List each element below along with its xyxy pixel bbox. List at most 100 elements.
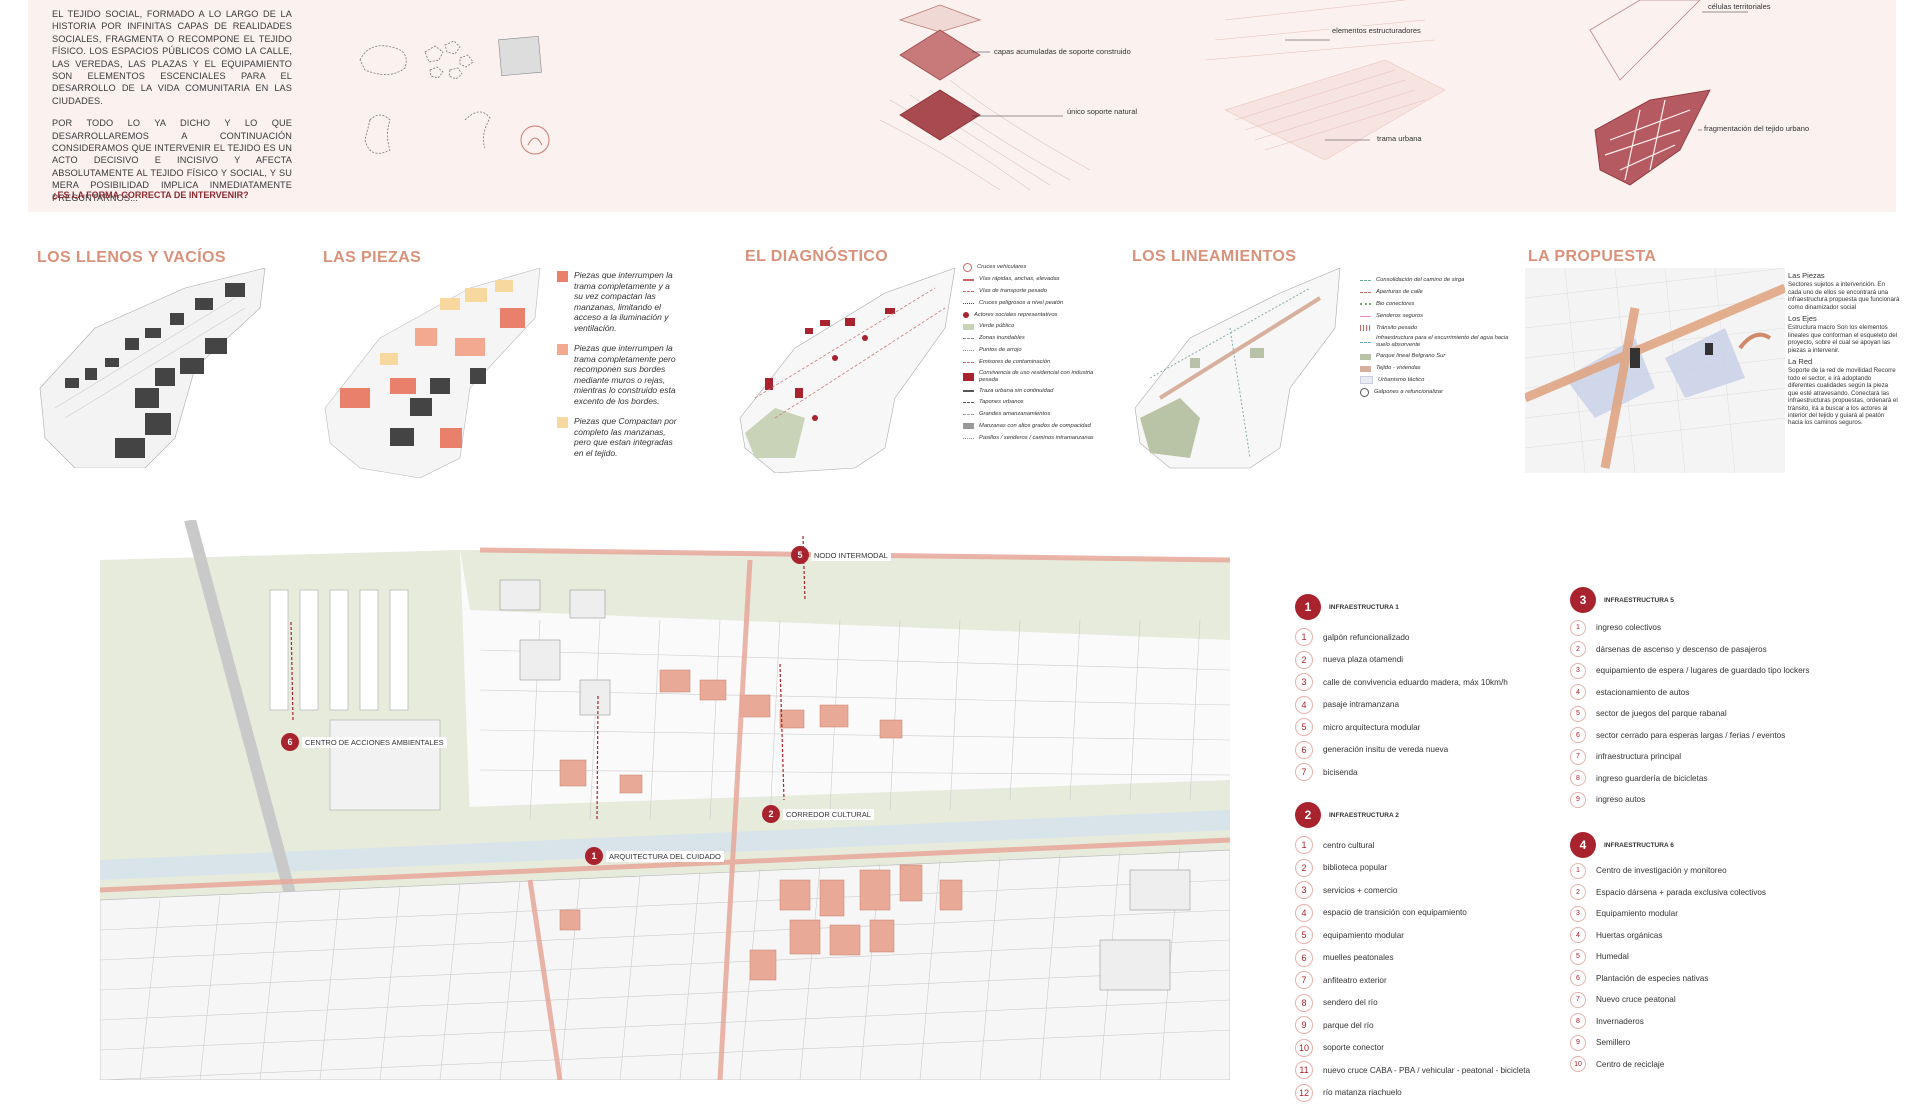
piezas-map	[320, 268, 550, 478]
diag-legend-item: Vías rápidas, anchas, elevadas	[963, 274, 1113, 286]
item-label: estacionamiento de autos	[1596, 688, 1689, 697]
lineamientos-map	[1130, 268, 1350, 473]
item-number: 9	[1570, 1035, 1586, 1051]
infra-5-header: 3 INFRAESTRUCTURA 5	[1570, 587, 1890, 613]
layers-label-1: capas acumuladas de soporte construido	[992, 47, 1133, 56]
item-label: río matanza riachuelo	[1323, 1088, 1402, 1097]
diag-legend-text: Grandes amanzanamientos	[979, 411, 1050, 418]
item-label: sector cerrado para esperas largas / fer…	[1596, 731, 1785, 740]
infra-5-number: 3	[1570, 587, 1596, 613]
map-marker-2[interactable]: 2	[762, 805, 780, 823]
diag-legend-text: Zonas inundables	[979, 335, 1025, 342]
infra-2-title: INFRAESTRUCTURA 2	[1329, 812, 1399, 819]
layers-diagram	[880, 0, 1180, 195]
piezas-legend-text: Piezas que interrumpen la trama completa…	[574, 270, 677, 333]
lin-legend-item: Tránsito pesado	[1360, 322, 1510, 334]
map-marker-5[interactable]: 5	[791, 546, 809, 564]
swatch	[963, 414, 974, 415]
item-number: 11	[1295, 1061, 1313, 1079]
swatch	[963, 362, 974, 363]
swatch	[1360, 303, 1371, 305]
diag-legend-text: Verde público	[979, 323, 1014, 330]
lin-legend-text: Parque lineal Belgrano Sur	[1376, 353, 1445, 360]
map-marker-6[interactable]: 6	[281, 733, 299, 751]
infra-1-title: INFRAESTRUCTURA 1	[1329, 604, 1399, 611]
swatch	[963, 263, 972, 272]
list-item: 2 biblioteca popular	[1295, 857, 1575, 880]
diagnostico-map	[735, 268, 965, 473]
list-item: 1 Centro de investigación y monitoreo	[1570, 860, 1890, 882]
item-label: Humedal	[1596, 952, 1629, 961]
swatch	[963, 373, 974, 381]
item-label: biblioteca popular	[1323, 863, 1387, 872]
item-label: ingreso colectivos	[1596, 623, 1661, 632]
swatch	[1360, 388, 1369, 397]
item-label: pasaje intramanzana	[1323, 700, 1399, 709]
diag-legend-text: Actores sociales representativos	[974, 312, 1057, 319]
item-label: bicisenda	[1323, 768, 1358, 777]
propuesta-piezas-text: Sectores sujetos a intervención. En cada…	[1788, 281, 1900, 311]
lin-legend-item: Galpones a refuncionalizar	[1360, 386, 1510, 398]
layers-label-2: único soporte natural	[1065, 107, 1139, 116]
item-label: servicios + comercio	[1323, 886, 1397, 895]
intro-question: ¿ES LA FORMA CORRECTA DE INTERVENIR?	[52, 190, 249, 200]
item-label: ingreso guardería de bicicletas	[1596, 774, 1708, 783]
item-label: Nuevo cruce peatonal	[1596, 995, 1676, 1004]
item-label: galpón refuncionalizado	[1323, 633, 1410, 642]
lineamientos-legend: Consolidación del camino de sirga Apertu…	[1360, 275, 1510, 398]
piezas-legend-item: Piezas que interrumpen la trama completa…	[557, 343, 677, 406]
item-label: Semillero	[1596, 1038, 1630, 1047]
item-label: Centro de investigación y monitoreo	[1596, 866, 1727, 875]
lin-legend-item: Tejido - viviendas	[1360, 363, 1510, 375]
swatch	[963, 438, 974, 439]
title-piezas: LAS PIEZAS	[323, 249, 421, 267]
item-number: 2	[1295, 859, 1313, 877]
swatch	[557, 417, 568, 428]
swatch	[1360, 316, 1371, 317]
propuesta-piezas-title: Las Piezas	[1788, 272, 1900, 279]
item-label: espacio de transición con equipamiento	[1323, 908, 1467, 917]
map-marker-1[interactable]: 1	[585, 847, 603, 865]
diag-legend-text: Manzanas con altos grados de compacidad	[979, 423, 1091, 430]
propuesta-ejes-title: Los Ejes	[1788, 315, 1900, 322]
item-label: micro arquitectura modular	[1323, 723, 1420, 732]
swatch	[963, 402, 974, 403]
map-marker-2-label: CORREDOR CULTURAL	[783, 809, 874, 820]
propuesta-legend: Las Piezas Sectores sujetos a intervenci…	[1788, 272, 1900, 427]
main-axonometric-map	[100, 520, 1230, 1080]
map-marker-1-label: ARQUITECTURA DEL CUIDADO	[606, 851, 724, 862]
swatch	[963, 423, 974, 429]
infra-1-header: 1 INFRAESTRUCTURA 1	[1295, 594, 1575, 620]
swatch	[963, 338, 974, 339]
item-number: 9	[1295, 1016, 1313, 1034]
item-number: 1	[1570, 863, 1586, 879]
item-number: 1	[1295, 628, 1313, 646]
lin-legend-text: Aperturas de calle	[1376, 289, 1423, 296]
diag-legend-item: Puntos de arrojo	[963, 345, 1113, 357]
swatch	[557, 344, 568, 355]
item-number: 8	[1570, 770, 1586, 786]
item-number: 2	[1295, 651, 1313, 669]
piezas-legend-text: Piezas que Compactan por completo las ma…	[574, 416, 677, 458]
item-label: sector de juegos del parque rabanal	[1596, 709, 1727, 718]
lin-legend-text: Senderos seguros	[1376, 313, 1423, 320]
lin-legend-item: Consolidación del camino de sirga	[1360, 275, 1510, 287]
cells-label-2: fragmentación del tejido urbano	[1702, 124, 1811, 133]
diag-legend-item: Pasillos / senderos / caminos intramanza…	[963, 432, 1113, 444]
swatch	[963, 303, 974, 304]
title-diagnostico: EL DIAGNÓSTICO	[745, 248, 888, 266]
